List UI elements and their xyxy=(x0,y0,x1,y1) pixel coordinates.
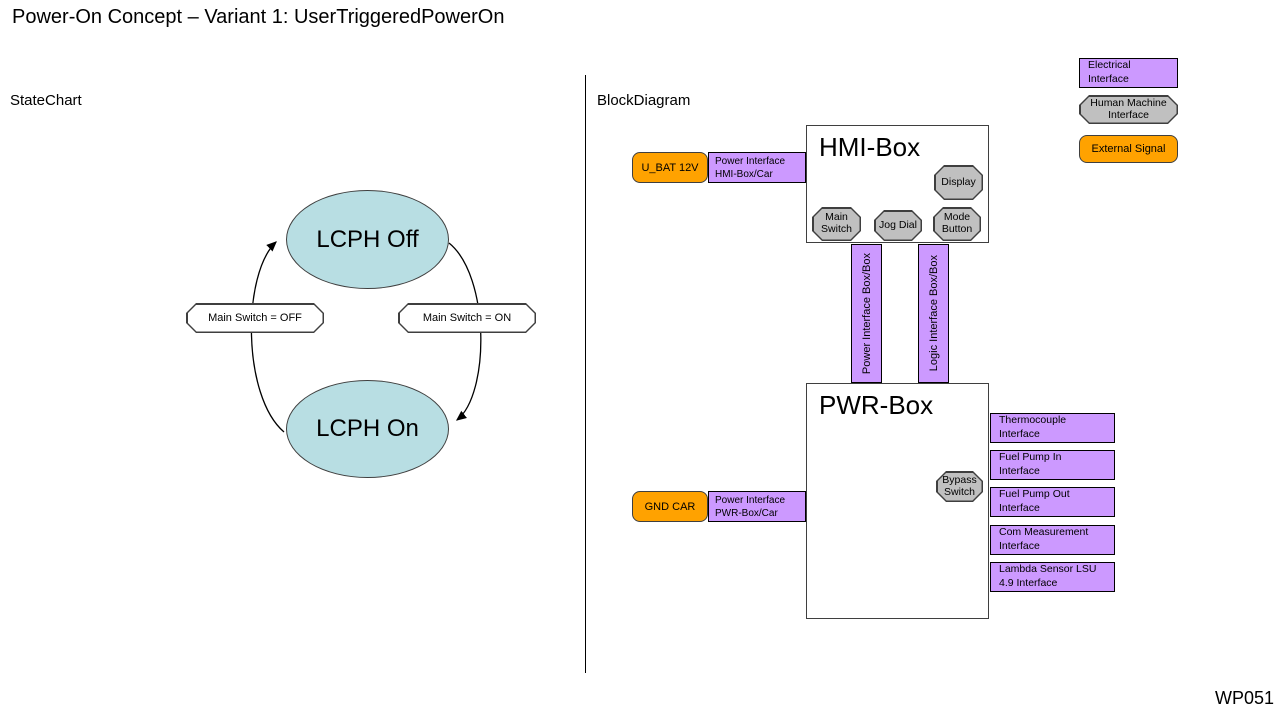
power-interface-pwr-box-car: Power Interface PWR-Box/Car xyxy=(708,491,806,522)
hmi-display-control: Display xyxy=(934,165,983,200)
transition-label-main-switch-off: Main Switch = OFF xyxy=(186,303,324,333)
pwr-bypass-switch-control: Bypass Switch xyxy=(936,471,983,502)
slide-number: WP051 xyxy=(1214,688,1274,708)
transition-label-main-switch-on: Main Switch = ON xyxy=(398,303,536,333)
transition-curve-off-to-on xyxy=(448,242,482,421)
legend-electrical-interface: Electrical Interface xyxy=(1079,58,1178,88)
signal-u-bat-12v: U_BAT 12V xyxy=(632,152,708,183)
logic-interface-box-box: Logic Interface Box/Box xyxy=(918,244,949,383)
legend-human-machine-interface: Human Machine Interface xyxy=(1079,95,1178,124)
hmi-jog-dial-control: Jog Dial xyxy=(874,210,922,241)
interface-com-measurement: Com Measurement Interface xyxy=(990,525,1115,555)
signal-gnd-car: GND CAR xyxy=(632,491,708,522)
state-lcph-off-label: LCPH Off xyxy=(316,225,419,253)
hmi-main-switch-control: Main Switch xyxy=(812,207,861,241)
interface-thermocouple: Thermocouple Interface xyxy=(990,413,1115,443)
power-interface-box-box: Power Interface Box/Box xyxy=(851,244,882,383)
power-interface-hmi-box-car: Power Interface HMI-Box/Car xyxy=(708,152,806,183)
state-lcph-on-label: LCPH On xyxy=(316,415,419,442)
page-title: Power-On Concept – Variant 1: UserTrigge… xyxy=(12,6,505,28)
statechart-section-label: StateChart xyxy=(10,92,82,109)
blockdiagram-section-label: BlockDiagram xyxy=(597,92,691,109)
interface-fuel-pump-out: Fuel Pump Out Interface xyxy=(990,487,1115,517)
state-lcph-on: LCPH On xyxy=(286,380,449,478)
transition-curve-on-to-off xyxy=(250,241,285,433)
interface-fuel-pump-in: Fuel Pump In Interface xyxy=(990,450,1115,480)
section-divider xyxy=(585,75,586,673)
state-lcph-off: LCPH Off xyxy=(286,190,449,289)
pwr-box-title: PWR-Box xyxy=(819,390,934,420)
interface-lambda-sensor-lsu-49: Lambda Sensor LSU 4.9 Interface xyxy=(990,562,1115,592)
hmi-box-title: HMI-Box xyxy=(819,132,921,162)
legend-external-signal: External Signal xyxy=(1079,135,1178,163)
hmi-mode-button-control: Mode Button xyxy=(933,207,981,241)
